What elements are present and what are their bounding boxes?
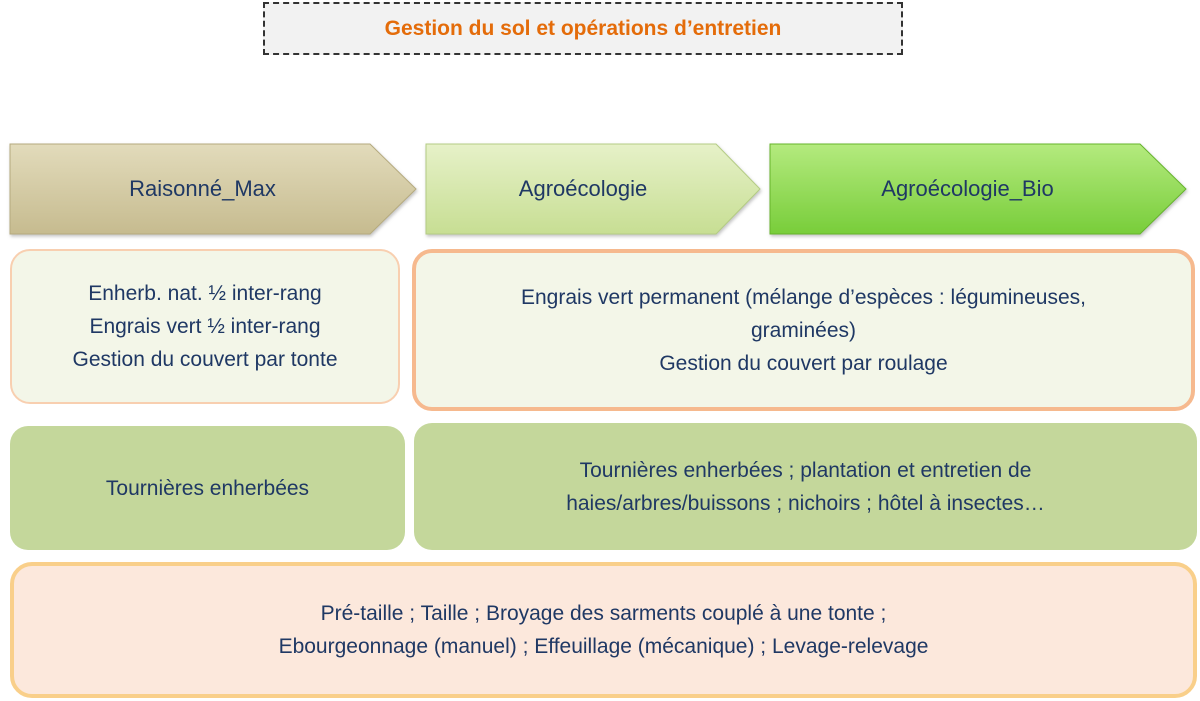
text-line: Gestion du couvert par tonte [72,348,338,371]
text-line: Engrais vert ½ inter-rang [89,315,321,338]
text-line: Tournières enherbées [105,476,310,500]
stage-label-agroecologie-bio: Agroécologie_Bio [881,176,1054,201]
stage-label-raisonne: Raisonné_Max [129,176,276,201]
text-line: graminées) [750,318,857,342]
text-line: haies/arbres/buissons ; nichoirs ; hôtel… [566,491,1045,515]
enherbement-raisonne-box: Enherb. nat. ½ inter-rang Engrais vert ½… [10,249,400,404]
stage-label-agroecologie: Agroécologie [518,176,648,201]
diagram-title: Gestion du sol et opérations d’entretien [384,16,782,40]
text-line: Engrais vert permanent (mélange d’espèce… [521,285,1086,309]
text-line: Pré-taille ; Taille ; Broyage des sarmen… [320,602,887,625]
tournieres-agroecologie-box: Tournières enherbées ; plantation et ent… [414,423,1197,550]
operations-box: Pré-taille ; Taille ; Broyage des sarmen… [10,562,1197,698]
tournieres-raisonne-box: Tournières enherbées [10,426,405,550]
enherbement-agroecologie-box: Engrais vert permanent (mélange d’espèce… [412,249,1195,411]
text-line: Ebourgeonnage (manuel) ; Effeuillage (mé… [278,635,929,658]
text-line: Tournières enherbées ; plantation et ent… [579,458,1032,482]
text-line: Enherb. nat. ½ inter-rang [88,282,322,305]
text-line: Gestion du couvert par roulage [659,351,948,375]
diagram-title-box: Gestion du sol et opérations d’entretien [263,2,903,55]
